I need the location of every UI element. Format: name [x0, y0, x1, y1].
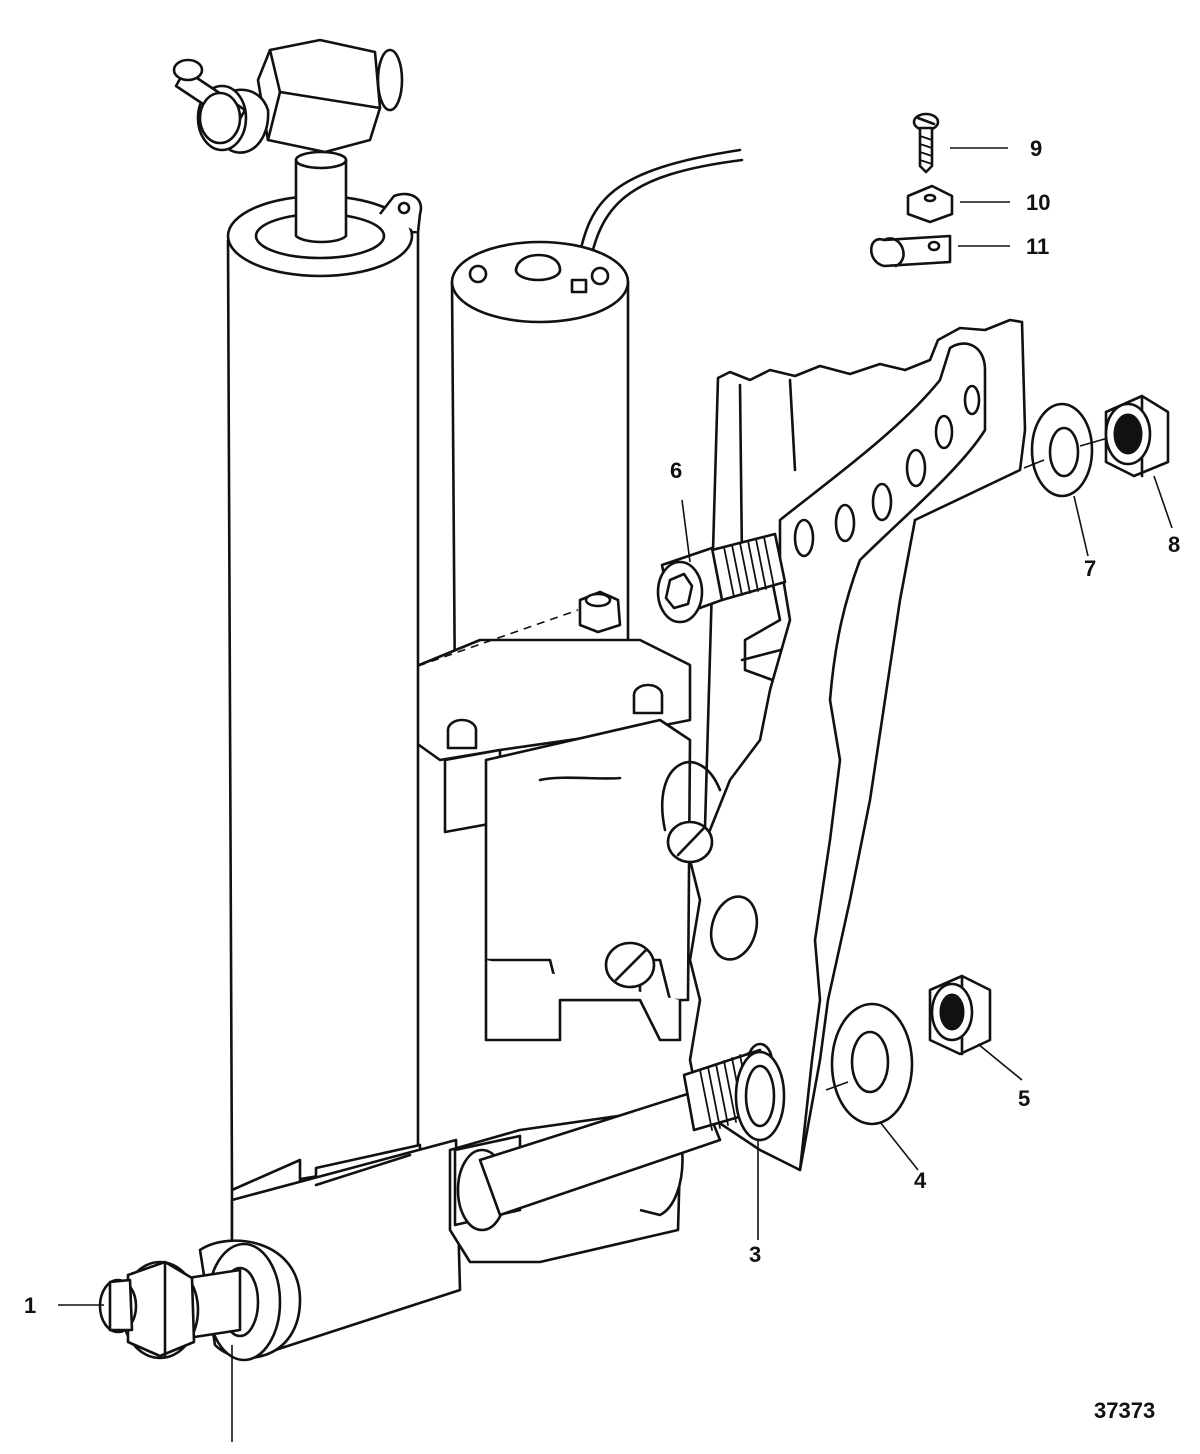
square-nut-icon: [906, 184, 954, 224]
screw-icon: [912, 112, 940, 174]
callout-9: 9: [1030, 136, 1042, 161]
bolt-icon: [682, 1048, 786, 1142]
callout-5: 5: [1018, 1086, 1030, 1111]
manual-release-screw-icon: [578, 590, 622, 634]
callout-3: 3: [749, 1242, 761, 1267]
callout-10: 10: [1026, 190, 1050, 215]
callout-7: 7: [1084, 556, 1096, 581]
callout-8: 8: [1168, 532, 1180, 557]
pivot-pin-icon: [478, 1088, 722, 1217]
figure-number: 37373: [1094, 1398, 1155, 1423]
washer-icon: [830, 1002, 914, 1126]
nut-icon: [1104, 394, 1170, 478]
trim-cylinder-icon: [172, 38, 462, 1357]
transom-bracket-icon: [688, 318, 1027, 1172]
callout-1: 1: [24, 1293, 36, 1318]
callout-6: 6: [670, 458, 682, 483]
callout-11: 11: [1026, 234, 1049, 259]
bolt-icon: [656, 532, 787, 624]
nut-icon: [98, 1239, 302, 1362]
clip-icon: [869, 234, 952, 268]
pump-motor-icon: [410, 148, 744, 1042]
washer-icon: [1030, 402, 1094, 498]
callout-4: 4: [914, 1168, 927, 1193]
nut-icon: [928, 974, 992, 1056]
